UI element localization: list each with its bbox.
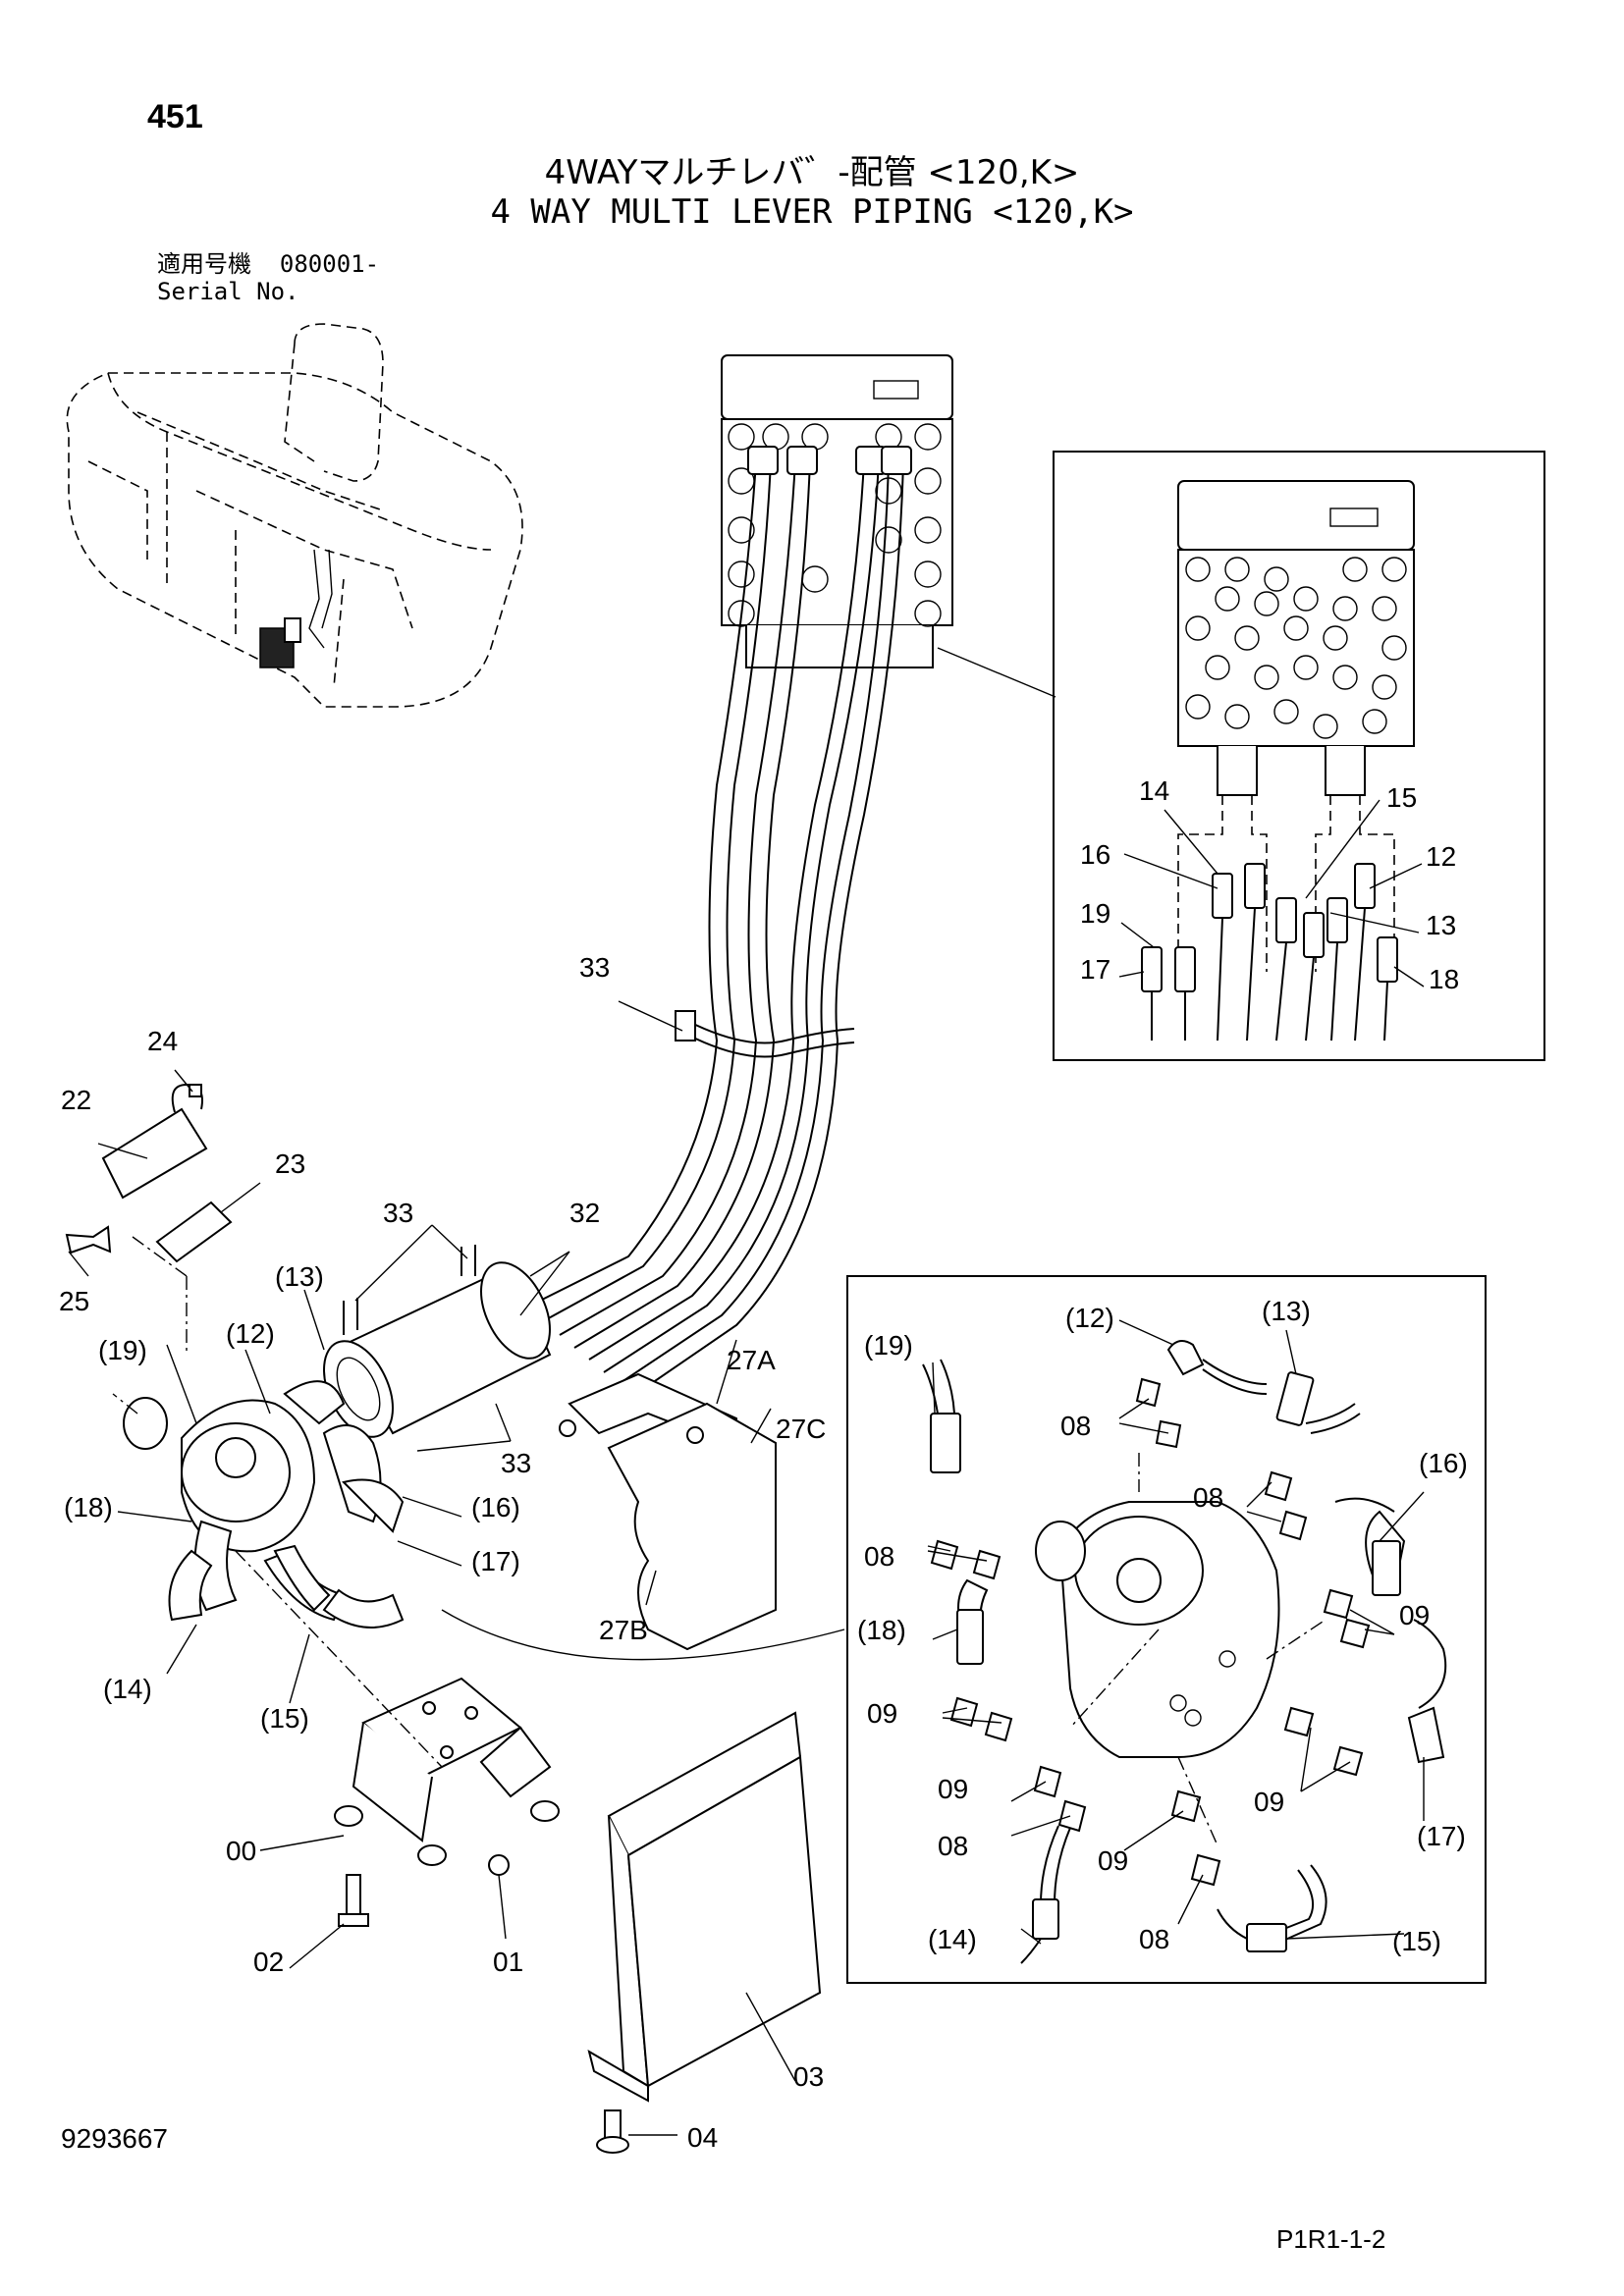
lever-assembly	[123, 1380, 405, 1629]
callout-17: (17)	[471, 1546, 520, 1576]
callout-14: (14)	[103, 1674, 152, 1704]
detail-box-fittings	[846, 1275, 1487, 1984]
callout-22: 22	[61, 1085, 91, 1115]
serial-label-en: Serial No.	[157, 278, 299, 305]
detail-callout-08: 08	[864, 1541, 894, 1572]
detail-callout-08: 08	[938, 1831, 968, 1861]
detail-callout-15: 15	[1386, 782, 1417, 813]
callout-25: 25	[59, 1286, 89, 1316]
callout-02: 02	[253, 1947, 284, 1977]
callout-15: (15)	[260, 1703, 309, 1734]
detail-callout-09: 09	[1254, 1787, 1284, 1817]
cover-27	[559, 1372, 777, 1651]
detail-callout-12: (12)	[1065, 1303, 1114, 1333]
callout-01: 01	[493, 1947, 523, 1977]
detail-callout-08: 08	[1139, 1924, 1169, 1954]
floor-plate	[587, 1711, 822, 2154]
callout-27c: 27C	[776, 1414, 826, 1444]
detail-callout-15: (15)	[1392, 1926, 1441, 1956]
page-number: 451	[147, 98, 203, 135]
mounting-bracket	[334, 1677, 560, 1927]
leader-lines	[68, 647, 1056, 2136]
callout-23: 23	[275, 1148, 305, 1179]
detail-callout-08: 08	[1060, 1411, 1091, 1441]
detail-callout-16: 16	[1080, 839, 1110, 870]
callout-19: (19)	[98, 1335, 147, 1365]
callout-18: (18)	[64, 1492, 113, 1522]
callout-27b: 27B	[599, 1615, 648, 1645]
title-japanese: 4WAYマルチレバ゛-配管 <120,K>	[544, 153, 1080, 192]
detail-callout-09: 09	[1098, 1845, 1128, 1876]
callout-27a: 27A	[727, 1345, 776, 1375]
detail-callout-09: 09	[938, 1774, 968, 1804]
detail-callout-08: 08	[1193, 1482, 1223, 1513]
serial-label-jp: 適用号機	[157, 250, 251, 278]
main-callouts: 33 24 22 23 25 33 32 (13) (19) (12) 33 2…	[59, 952, 826, 2153]
callout-03: 03	[793, 2061, 824, 2092]
callout-32: 32	[569, 1198, 600, 1228]
detail-bottom-callouts: (12) (13) (19) 08 (16) 08 08 09 (18) 09 …	[857, 1296, 1468, 1956]
detail-callout-18: 18	[1429, 964, 1459, 994]
grommet-assembly	[323, 1245, 552, 1438]
detail-callout-18: (18)	[857, 1615, 906, 1645]
callout-33: 33	[501, 1448, 531, 1478]
detail-callout-13: (13)	[1262, 1296, 1311, 1326]
callout-16: (16)	[471, 1492, 520, 1522]
detail-callout-13: 13	[1426, 910, 1456, 940]
title-english: 4 WAY MULTI LEVER PIPING <120,K>	[490, 192, 1134, 232]
detail-callout-09: 09	[867, 1698, 897, 1729]
callout-33: 33	[383, 1198, 413, 1228]
detail-box-valve	[1053, 451, 1545, 1061]
detail-callout-17: (17)	[1417, 1821, 1466, 1851]
detail-callout-14: (14)	[928, 1924, 977, 1954]
callout-13: (13)	[275, 1261, 324, 1292]
detail-callout-19: 19	[1080, 898, 1110, 929]
callout-33: 33	[579, 952, 610, 983]
serial-block: 適用号機 080001- Serial No.	[157, 250, 379, 305]
callout-12: (12)	[226, 1318, 275, 1349]
callout-04: 04	[687, 2122, 718, 2153]
callout-24: 24	[147, 1026, 178, 1056]
detail-callout-16: (16)	[1419, 1448, 1468, 1478]
document-number: 9293667	[61, 2123, 169, 2154]
detail-callout-19: (19)	[864, 1330, 913, 1361]
detail-callout-17: 17	[1080, 954, 1110, 985]
lock-parts	[65, 1083, 233, 1263]
detail-top-callouts: 14 15 16 12 19 13 17 18	[1080, 775, 1459, 994]
page-code: P1R1-1-2	[1276, 2224, 1386, 2254]
callout-00: 00	[226, 1836, 256, 1866]
detail-callout-14: 14	[1139, 775, 1169, 806]
hose-bundle	[529, 446, 912, 1397]
detail-callout-09: 09	[1399, 1600, 1430, 1630]
detail-callout-12: 12	[1426, 841, 1456, 872]
serial-value: 080001-	[279, 250, 380, 278]
multi-lever-valve	[721, 354, 953, 668]
cab-location-sketch	[66, 323, 523, 708]
